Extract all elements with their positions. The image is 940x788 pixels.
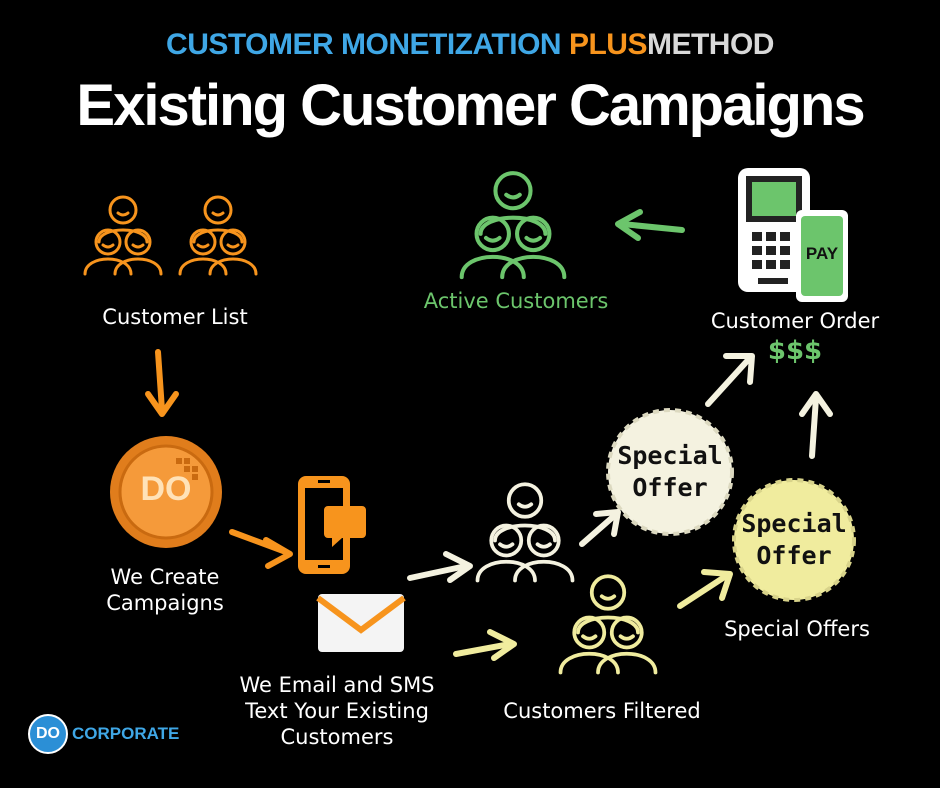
arrow-icon-filtered-to-offer2 [677, 569, 733, 609]
special-offer-badge-2 [732, 478, 856, 602]
logo-badge: DO [28, 714, 68, 754]
header-part3: METHOD [646, 28, 775, 61]
customer-order-label: Customer Order [710, 309, 880, 333]
audience-group-icon [475, 482, 575, 583]
arrow-icon-group-to-offer1 [579, 509, 621, 547]
page-title: Existing Customer Campaigns [76, 73, 865, 138]
special-offers-label: Special Offers [724, 617, 870, 641]
phone-icon [298, 476, 366, 574]
arrow-icon-offer1-to-order [705, 353, 755, 407]
customers-filtered-label: Customers Filtered [503, 699, 701, 723]
active-customers-icon [462, 173, 565, 277]
customer-list-icon [83, 195, 258, 276]
company-logo: DO CORPORATE [28, 714, 179, 754]
logo-text: CORPORATE [72, 724, 180, 743]
arrow-icon-order-to-active [615, 209, 685, 241]
arrow-icon-email-to-filtered [453, 629, 517, 661]
header-part2: PLUS [568, 28, 648, 61]
arrow-icon-coin-to-phone [229, 529, 293, 569]
offer-text-1: Special Offer [617, 441, 723, 502]
coin-icon [110, 436, 222, 548]
filtered-customers-icon [558, 574, 658, 675]
arrow-icon-list-to-coin [145, 349, 179, 417]
special-offer-badge-1 [606, 408, 734, 536]
envelope-icon [316, 594, 406, 652]
method-header: CUSTOMER MONETIZATION PLUSMETHOD [0, 28, 940, 62]
we-email-label: We Email and SMS Text Your Existing Cust… [239, 673, 435, 749]
pay-terminal-icon [738, 168, 848, 302]
pay-label: PAY [805, 244, 839, 263]
coin-label: DO [140, 470, 192, 508]
order-amount: $$$ [767, 336, 823, 366]
header-part1: CUSTOMER MONETIZATION [166, 28, 569, 61]
arrow-icon-offer2-to-order [799, 391, 833, 459]
we-create-label: We Create Campaigns [106, 565, 224, 615]
active-customers-label: Active Customers [423, 289, 609, 313]
offer-text-2: Special Offer [741, 509, 847, 570]
customer-list-label: Customer List [102, 305, 248, 329]
arrow-icon-email-to-group [407, 551, 473, 583]
